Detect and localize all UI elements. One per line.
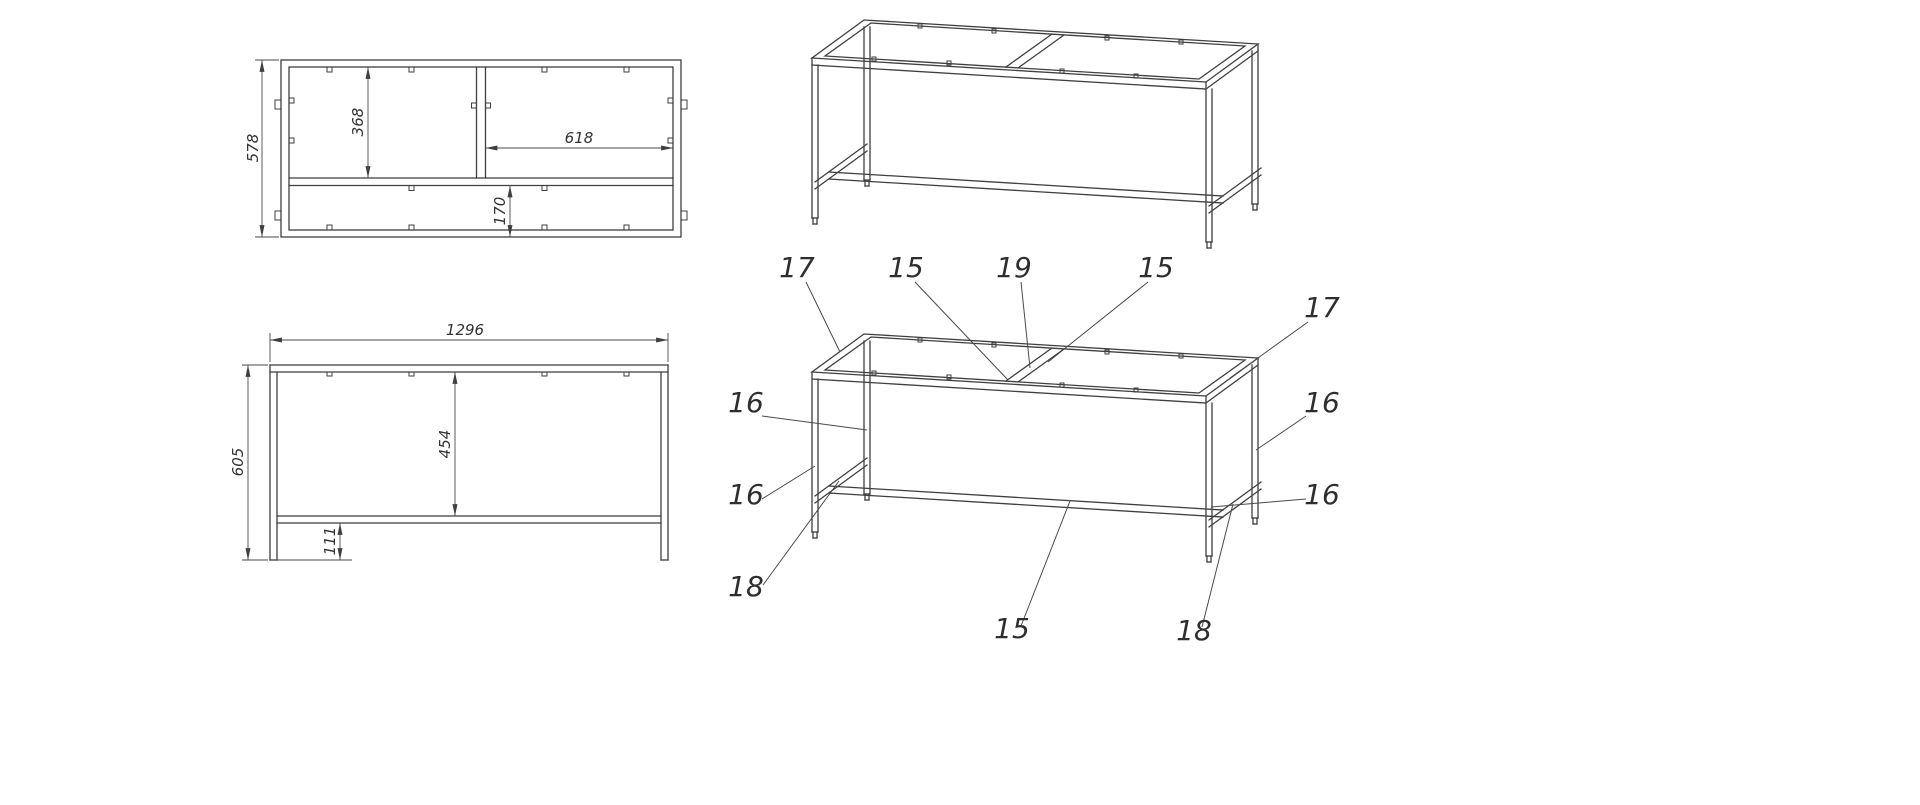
dimension-1296-label: 1296: [446, 321, 484, 339]
callout-17-right-label: 17: [1304, 291, 1340, 324]
callout-15-bottom: 15: [994, 500, 1071, 645]
dimension-170: 170: [491, 185, 513, 237]
dimension-578: 578: [244, 59, 279, 238]
iso-view-plain: [811, 19, 1262, 249]
callout-17-right: 17: [1229, 291, 1340, 379]
callout-16-left-upper: 16: [728, 386, 868, 431]
callout-18-bottom-right-label: 18: [1176, 614, 1212, 647]
iso-frame-plain: [811, 19, 1262, 249]
callout-16-left-upper-label: 16: [728, 386, 764, 419]
callout-15-bottom-label: 15: [994, 612, 1030, 645]
callout-18-bottom-right: 18: [1176, 503, 1234, 647]
plan-view: 578 368 618 170: [244, 59, 688, 238]
callout-17-top-left-label: 17: [779, 251, 815, 284]
callout-15-top-left: 15: [888, 251, 1009, 381]
dimension-618: 618: [485, 129, 673, 151]
dimension-368: 368: [349, 67, 371, 178]
callout-16-right-lower-label: 16: [1304, 478, 1340, 511]
callout-19-top-label: 19: [996, 251, 1032, 284]
dimension-368-label: 368: [349, 108, 367, 137]
callout-15-top-right-label: 15: [1138, 251, 1174, 284]
front-view-clip-tabs: [326, 371, 630, 377]
plan-view-geometry: [280, 59, 682, 238]
dimension-454-label: 454: [436, 430, 454, 459]
callout-16-right-upper-label: 16: [1304, 386, 1340, 419]
dimension-111: 111: [277, 523, 352, 561]
callout-15-top-right: 15: [1047, 251, 1174, 363]
iso-frame-labeled: [811, 333, 1262, 563]
dimension-578-label: 578: [244, 134, 262, 163]
dimension-605: 605: [229, 364, 268, 561]
iso-view-labeled: 17 15 19 15 17 16 16 16: [728, 251, 1340, 647]
callout-18-bottom-left: 18: [728, 480, 840, 603]
callout-17-top-left: 17: [779, 251, 841, 353]
dimension-1296: 1296: [269, 321, 669, 362]
dimension-605-label: 605: [229, 448, 247, 477]
dimension-618-label: 618: [565, 129, 594, 147]
callout-15-top-left-label: 15: [888, 251, 924, 284]
callout-18-bottom-left-label: 18: [728, 570, 764, 603]
callout-16-left-lower: 16: [728, 465, 816, 511]
plan-view-clip-tabs: [274, 66, 688, 231]
callout-16-left-lower-label: 16: [728, 478, 764, 511]
front-view-geometry: [269, 364, 669, 561]
dimension-170-label: 170: [491, 197, 509, 226]
callout-16-right-lower: 16: [1210, 478, 1340, 511]
callout-19-top: 19: [996, 251, 1032, 369]
dimension-111-label: 111: [321, 527, 339, 556]
front-view: 1296 605 454 111: [229, 321, 669, 561]
dimension-454: 454: [436, 372, 458, 516]
callout-16-right-upper: 16: [1255, 386, 1340, 451]
